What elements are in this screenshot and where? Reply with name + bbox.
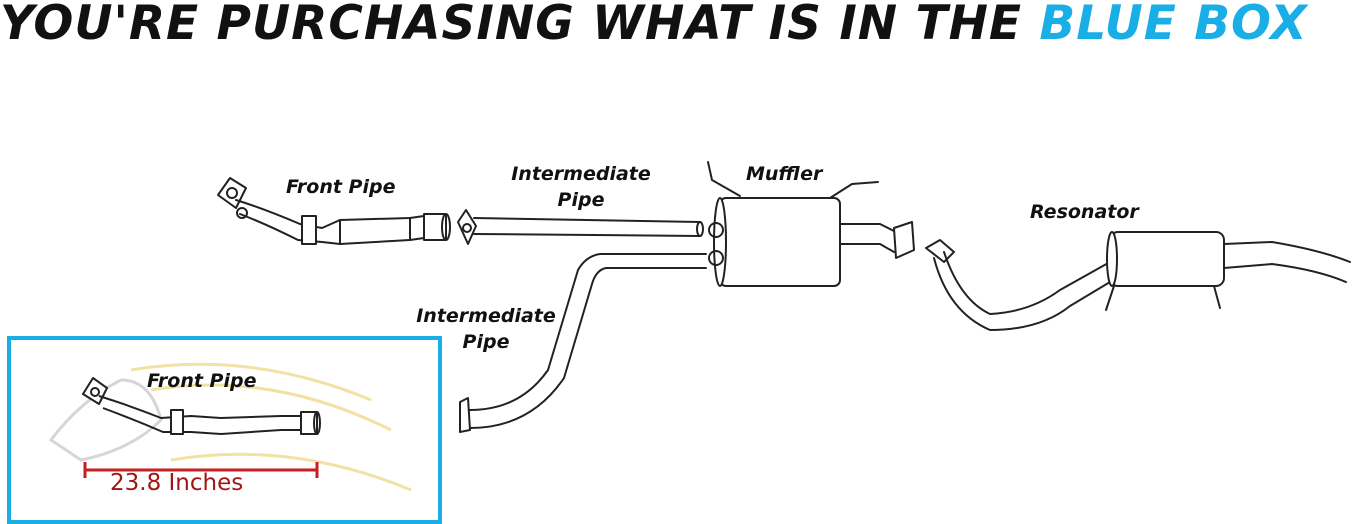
resonator-part — [925, 231, 1351, 331]
measurement-line — [83, 462, 319, 478]
watermark-swoosh — [130, 362, 412, 492]
intermediate-pipe-top-part — [473, 217, 704, 237]
intermediate-pipe-lower-part — [459, 253, 707, 433]
muffler-part — [707, 161, 915, 287]
flange-part — [457, 209, 477, 245]
intermediate-pipe-lower-line1: Intermediate — [416, 305, 556, 327]
front-pipe-label: Front Pipe — [286, 176, 396, 198]
muffler-label: Muffler — [746, 163, 823, 185]
headline-highlight: BLUE BOX — [1039, 0, 1308, 51]
watermark-horse-icon — [48, 378, 163, 462]
blue-box-pipe-icon — [82, 377, 321, 435]
front-pipe-part — [217, 177, 451, 245]
intermediate-pipe-top-line1: Intermediate — [511, 163, 651, 185]
blue-box-front-pipe-label: Front Pipe — [147, 370, 257, 392]
headline-main: YOU'RE PURCHASING WHAT IS IN THE — [0, 0, 1023, 51]
intermediate-pipe-lower-line2: Pipe — [462, 331, 510, 353]
intermediate-pipe-top-label: Intermediate Pipe — [508, 161, 654, 213]
intermediate-pipe-lower-label: Intermediate Pipe — [413, 303, 559, 355]
measurement-text: 23.8 Inches — [110, 470, 244, 496]
page-headline: YOU'RE PURCHASING WHAT IS IN THE BLUE BO… — [0, 0, 1354, 52]
blue-box: Front Pipe — [7, 336, 442, 524]
resonator-label: Resonator — [1030, 201, 1139, 223]
intermediate-pipe-top-line2: Pipe — [557, 189, 605, 211]
blue-box-front-pipe-drawing — [48, 362, 412, 492]
